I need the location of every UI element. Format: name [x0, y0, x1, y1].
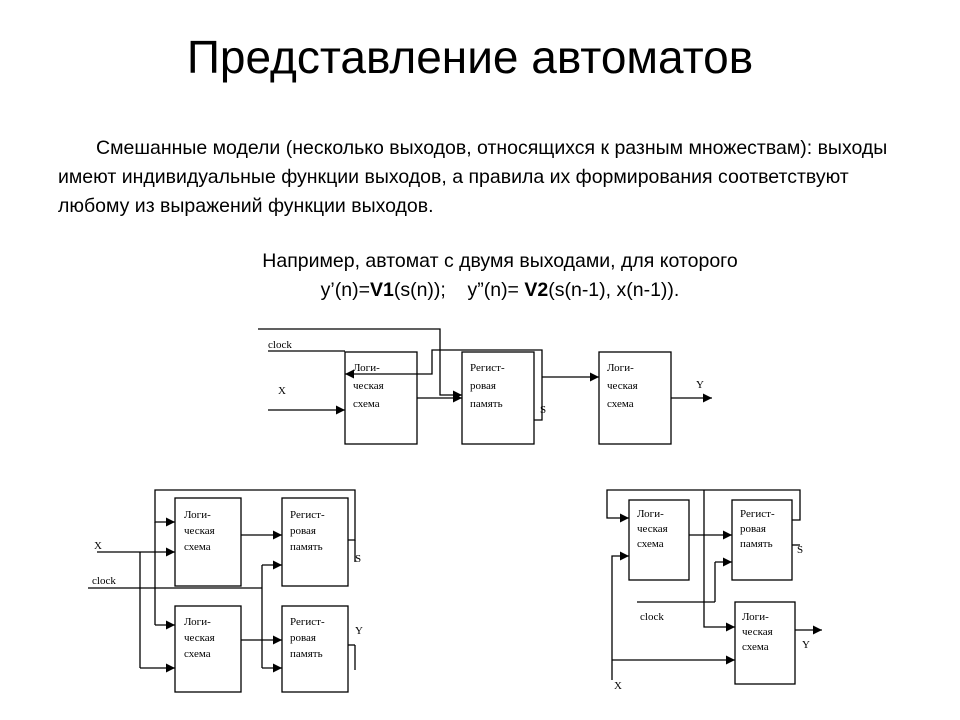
formula-v1: V1 — [369, 279, 394, 301]
d2-logic2-text-2: ческая — [184, 632, 215, 644]
formula-v2: V2 — [524, 279, 549, 301]
d3-register-text-2: ровая — [740, 523, 766, 535]
formula-part-2: (s(n)); y”(n)= — [393, 279, 525, 301]
d2-logic2-text-3: схема — [184, 648, 211, 660]
diagram-3 — [606, 489, 822, 685]
d2-logic1-text-3: схема — [184, 541, 211, 553]
d2-logic1-text-2: ческая — [184, 525, 215, 537]
d2-register1-text-1: Регист- — [290, 509, 325, 521]
d1-s-label: S — [540, 404, 546, 416]
d1-register-text-1: Регист- — [470, 362, 505, 374]
d3-output-logic-text-3: схема — [742, 641, 769, 653]
d3-output-logic-text-1: Логи- — [742, 611, 769, 623]
d1-register-text-2: ровая — [470, 380, 496, 392]
d3-x-label: X — [614, 680, 622, 692]
diagram-1 — [258, 328, 712, 445]
d2-register1-text-3: память — [290, 541, 323, 553]
diagram-2 — [88, 489, 356, 693]
d3-register-text-3: память — [740, 538, 773, 550]
description-text: Смешанные модели (несколько выходов, отн… — [58, 137, 888, 217]
d1-logic-text-3: схема — [353, 398, 380, 410]
d1-register-block — [461, 351, 535, 445]
formula-part-3: (s(n-1), x(n-1)). — [548, 279, 680, 301]
d2-x-label: X — [94, 540, 102, 552]
d3-logic-text-1: Логи- — [637, 508, 664, 520]
d3-register-text-1: Регист- — [740, 508, 775, 520]
d2-register-block-1 — [281, 497, 349, 587]
d3-output-logic-text-2: ческая — [742, 626, 773, 638]
d3-s-label: S — [797, 544, 803, 556]
d2-y-label: Y — [355, 625, 363, 637]
d3-output-logic-block — [734, 601, 796, 685]
d1-logic-text-1: Логи- — [353, 362, 380, 374]
d1-clock-label: clock — [268, 339, 292, 351]
d1-output-logic-text-3: схема — [607, 398, 634, 410]
d2-logic2-text-1: Логи- — [184, 616, 211, 628]
d1-output-logic-text-1: Логи- — [607, 362, 634, 374]
d1-output-logic-block — [598, 351, 672, 445]
slide-title: Представление автоматов — [186, 31, 754, 83]
d3-logic-text-3: схема — [637, 538, 664, 550]
d2-register2-text-1: Регист- — [290, 616, 325, 628]
description-paragraph: Смешанные модели (несколько выходов, отн… — [58, 134, 908, 221]
d1-output-logic-text-2: ческая — [607, 380, 638, 392]
d2-logic-block-2 — [174, 605, 242, 693]
example-intro: Например, автомат с двумя выходами, для … — [262, 250, 738, 272]
d2-clock-label: clock — [92, 575, 116, 587]
d3-clock-label: clock — [640, 611, 664, 623]
d2-register1-text-2: ровая — [290, 525, 316, 537]
d2-logic-block-1 — [174, 497, 242, 587]
d3-y-label: Y — [802, 639, 810, 651]
d1-y-label: Y — [696, 379, 704, 391]
d2-register2-text-2: ровая — [290, 632, 316, 644]
d2-register2-text-3: память — [290, 648, 323, 660]
formula-part-1: y’(n)= — [320, 279, 370, 301]
d1-x-label: X — [278, 385, 286, 397]
d3-logic-block — [628, 499, 690, 581]
output-formula: y’(n)=V1(s(n)); y”(n)= V2(s(n-1), x(n-1)… — [0, 279, 960, 302]
d2-logic1-text-1: Логи- — [184, 509, 211, 521]
d3-register-block — [731, 499, 793, 581]
d1-logic-text-2: ческая — [353, 380, 384, 392]
d3-logic-text-2: ческая — [637, 523, 668, 535]
d2-s-label: S — [355, 553, 361, 565]
d2-register-block-2 — [281, 605, 349, 693]
d1-register-text-3: память — [470, 398, 503, 410]
